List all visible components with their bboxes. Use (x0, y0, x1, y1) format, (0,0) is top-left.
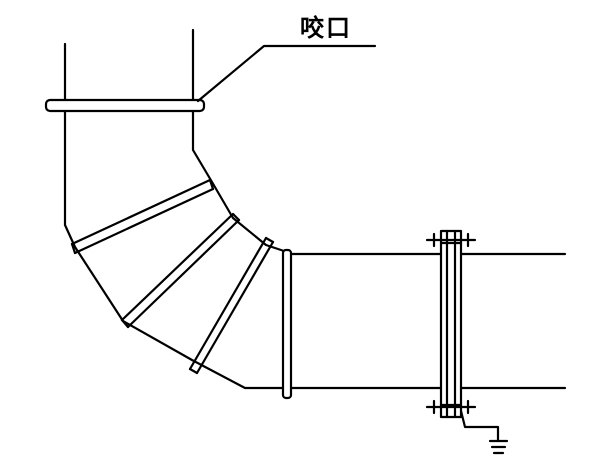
elbow-outer-wall (63, 110, 292, 390)
seam-top (44, 98, 206, 113)
ground-wire (459, 409, 500, 442)
flange-joint (439, 229, 463, 419)
callout-leader-line (196, 44, 377, 103)
bolt-icon (425, 399, 477, 415)
ground-icon (488, 439, 509, 455)
seam-elbow-2 (120, 212, 241, 329)
seam-elbow-3 (188, 236, 275, 375)
seam-outlet (281, 248, 293, 400)
seam-elbow-1 (70, 178, 215, 255)
seam-callout-label: 咬口 (300, 14, 352, 42)
bolt-icon (425, 232, 477, 248)
